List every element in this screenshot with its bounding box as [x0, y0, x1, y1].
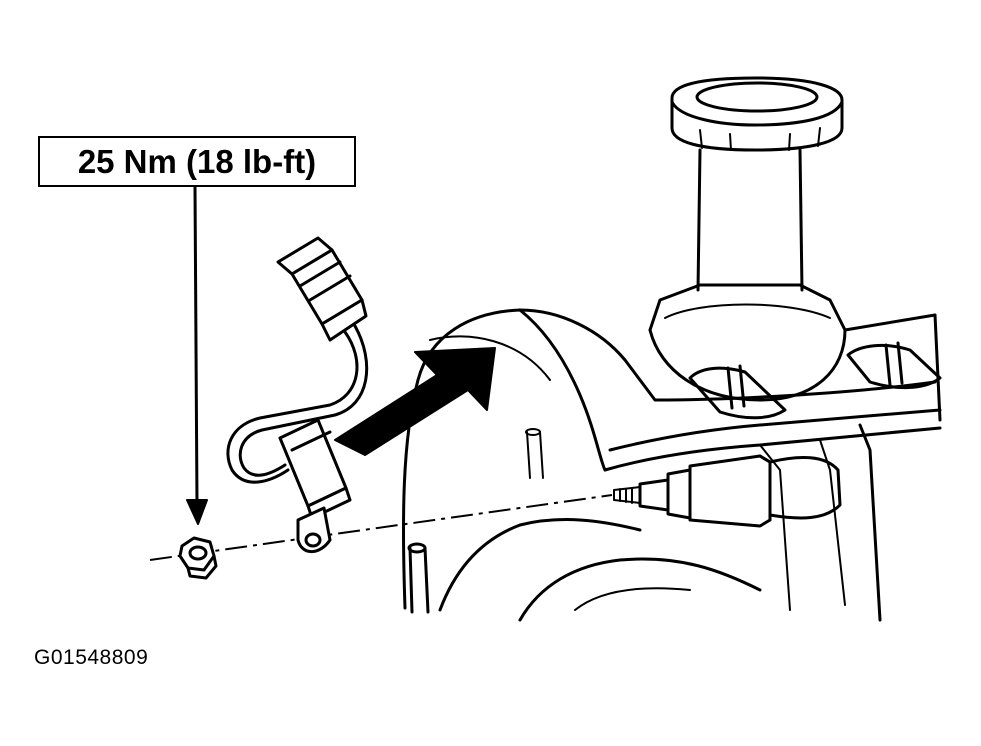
alignment-centerline	[149, 494, 613, 561]
engine-casing	[401, 283, 942, 622]
speed-sensor	[613, 454, 842, 528]
torque-spec-label: 25 Nm (18 lb-ft)	[38, 136, 356, 187]
direction-arrow	[334, 347, 496, 456]
mounting-studs	[688, 341, 942, 420]
flange-nut	[178, 536, 218, 580]
torque-leader-arrow	[186, 186, 208, 525]
connector-harness	[226, 236, 369, 554]
filler-neck-and-cap	[670, 76, 844, 292]
figure-id: G01548809	[34, 646, 149, 669]
